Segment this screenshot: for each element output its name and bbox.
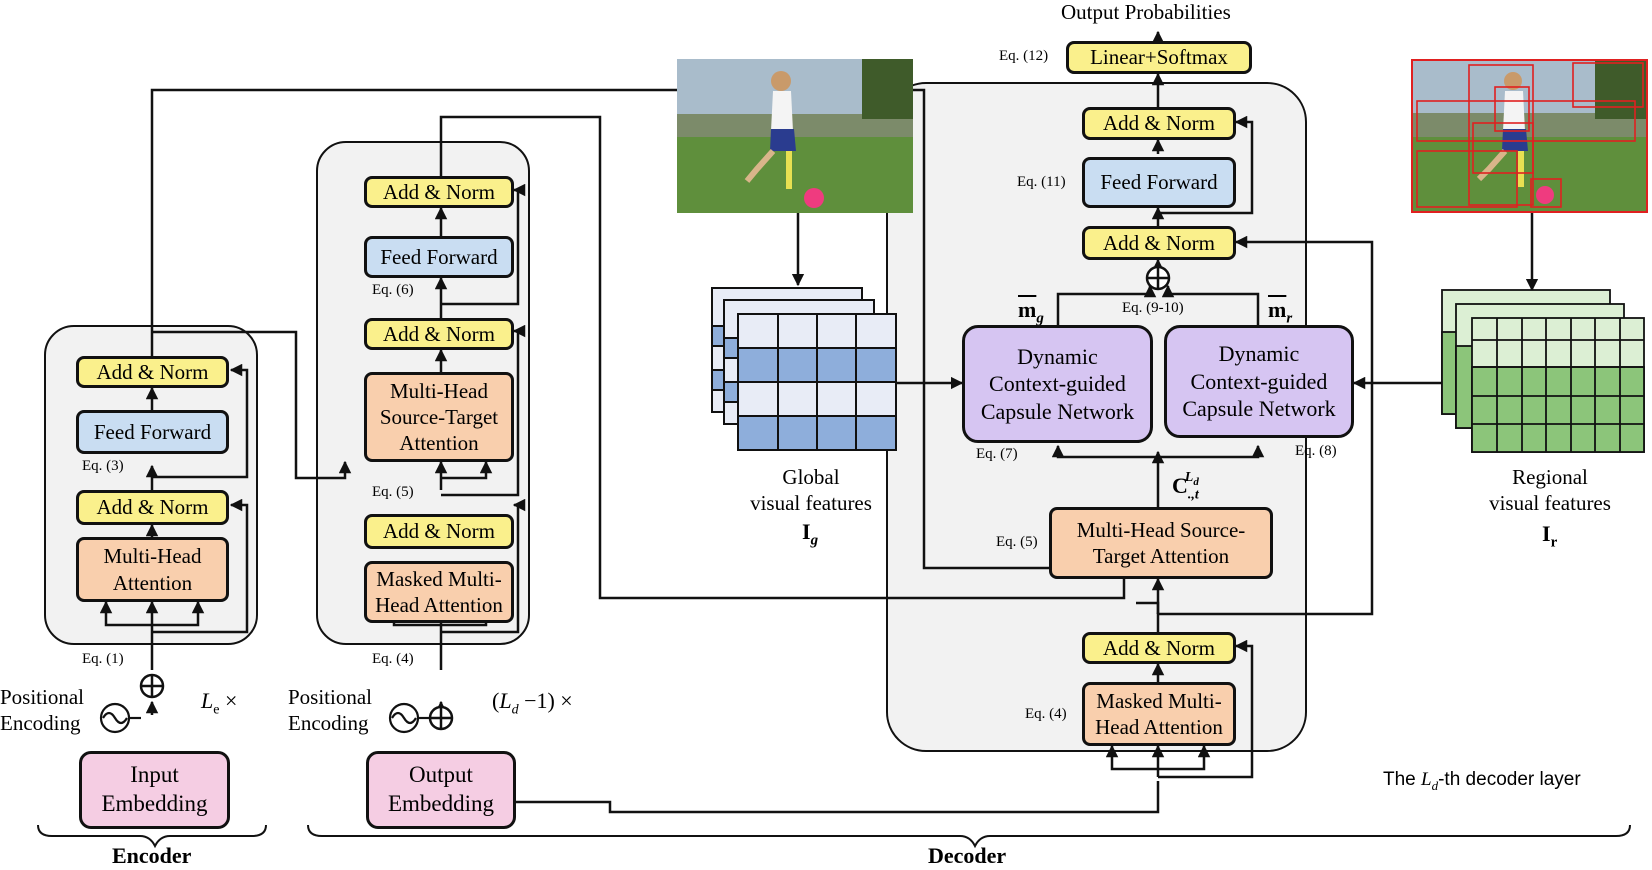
output-embedding: Output Embedding: [366, 751, 516, 829]
last-eq-masked: Eq. (4): [1025, 706, 1067, 722]
regional-feature-grid: [1441, 289, 1645, 453]
regional-features-label: Regional visual features: [1489, 465, 1611, 516]
last-eq-ff: Eq. (11): [1017, 174, 1066, 190]
encoder-brace: [37, 824, 267, 849]
sine-icon: [99, 702, 141, 734]
context-label: C.,tLd: [1172, 469, 1199, 503]
sum-node-encoder: [139, 673, 165, 699]
output-probabilities-label: Output Probabilities: [1061, 0, 1231, 24]
last-feed-forward: Feed Forward: [1082, 157, 1236, 208]
encoder-add-norm-bottom: Add & Norm: [76, 490, 229, 525]
decoder-masked-attention: Masked Multi- Head Attention: [364, 561, 514, 623]
global-feature-grid: [711, 287, 897, 451]
encoder-feed-forward: Feed Forward: [76, 410, 229, 454]
encoder-caption: Encoder: [112, 843, 192, 868]
decoder-feed-forward: Feed Forward: [364, 236, 514, 278]
decoder-caption: Decoder: [928, 843, 1007, 868]
decoder-eq-ff: Eq. (6): [372, 282, 414, 298]
last-layer-caption: The Ld-th decoder layer: [1383, 769, 1581, 793]
child-figure: [744, 71, 796, 189]
last-add-norm-top: Add & Norm: [1082, 107, 1236, 140]
region-boxes: [1416, 62, 1644, 208]
encoder-repeat-label: Le ×: [201, 688, 238, 718]
encoder-eq-attn: Eq. (1): [82, 651, 124, 667]
encoder-multi-head-attention: Multi-Head Attention: [76, 537, 229, 602]
last-source-target-attention: Multi-Head Source- Target Attention: [1049, 507, 1273, 579]
capsule-network-global: Dynamic Context-guided Capsule Network: [962, 325, 1153, 443]
global-features-label: Global visual features: [750, 465, 872, 516]
m-g-label: mg: [1018, 297, 1044, 327]
decoder-add-norm-mid: Add & Norm: [364, 318, 514, 350]
global-image: [677, 59, 913, 213]
regional-image: [1411, 59, 1648, 213]
global-features-symbol: Ig: [802, 519, 819, 549]
decoder-positional-encoding: Positional Encoding: [288, 685, 373, 736]
decoder-repeat-label: (Ld −1) ×: [492, 688, 573, 718]
last-eq-st: Eq. (5): [996, 534, 1038, 550]
linear-softmax: Linear+Softmax: [1066, 41, 1252, 74]
regional-features-symbol: Ir: [1542, 521, 1558, 551]
encoder-add-norm-top: Add & Norm: [76, 356, 229, 388]
capsule-network-regional: Dynamic Context-guided Capsule Network: [1164, 325, 1354, 438]
last-add-norm-bottom: Add & Norm: [1082, 632, 1236, 664]
decoder-eq-st: Eq. (5): [372, 484, 414, 500]
eq-capsule-regional: Eq. (8): [1295, 443, 1337, 459]
decoder-brace: [307, 824, 1631, 849]
sum-node-decoder: [428, 705, 454, 731]
eq-sum: Eq. (9-10): [1122, 300, 1184, 316]
decoder-add-norm-bottom: Add & Norm: [364, 514, 514, 549]
m-r-label: mr: [1268, 297, 1293, 327]
encoder-positional-encoding: Positional Encoding: [0, 685, 85, 736]
eq-capsule-global: Eq. (7): [976, 446, 1018, 462]
sum-node-capsule: [1145, 265, 1171, 291]
eq-softmax: Eq. (12): [999, 48, 1049, 64]
decoder-eq-masked: Eq. (4): [372, 651, 414, 667]
decoder-source-target-attention: Multi-Head Source-Target Attention: [364, 372, 514, 462]
last-masked-attention: Masked Multi- Head Attention: [1082, 682, 1236, 746]
input-embedding: Input Embedding: [79, 751, 230, 829]
encoder-eq-ff: Eq. (3): [82, 458, 124, 474]
sine-icon: [388, 702, 430, 734]
last-add-norm-mid: Add & Norm: [1082, 226, 1236, 260]
decoder-add-norm-top: Add & Norm: [364, 176, 514, 208]
